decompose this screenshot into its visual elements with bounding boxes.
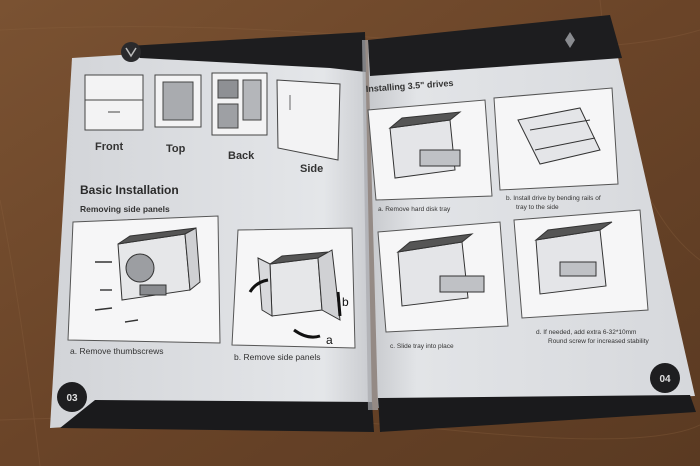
view-label-front: Front	[95, 141, 123, 153]
section-heading: Basic Installation	[80, 183, 179, 197]
side-view-drawing	[276, 79, 341, 161]
drive-illustration-a	[388, 111, 462, 179]
caption-remove-thumbscrews: a. Remove thumbscrews	[70, 346, 164, 356]
view-drawings	[84, 72, 341, 161]
left-page: 03 Front Top Back Side Basic Installatio…	[50, 32, 374, 432]
view-label-side: Side	[300, 163, 323, 175]
bitfenix-logo-icon	[125, 47, 137, 58]
right-page: 04 Installing 3.5" drives a. Remove hard…	[365, 15, 696, 432]
view-label-back: Back	[228, 150, 255, 162]
removal-arrow-icons	[248, 278, 342, 339]
drive-illustration-c	[396, 233, 485, 307]
step-d-caption-line2: Round screw for increased stability	[548, 338, 650, 345]
svg-text:03: 03	[66, 393, 78, 404]
page-badge-left	[57, 382, 87, 412]
drive-illustration-d	[534, 221, 613, 295]
svg-text:04: 04	[659, 374, 671, 385]
arrow-label-b: b	[342, 295, 349, 309]
section-subheading: Removing side panels	[80, 204, 170, 214]
thumbscrew-icons	[94, 261, 139, 323]
arrow-label-a: a	[326, 333, 333, 347]
front-view-drawing	[84, 74, 144, 131]
caption-remove-side-panels: b. Remove side panels	[234, 352, 320, 362]
step-b-caption-line2: tray to the side	[516, 204, 559, 211]
view-label-top: Top	[166, 143, 186, 155]
step-d-caption-line1: d. If needed, add extra 6-32*10mm	[536, 329, 636, 336]
bitfenix-logo-icon-right	[565, 32, 575, 48]
step-b-caption-line1: b. Install drive by bending rails of	[506, 195, 601, 202]
step-c-caption: c. Slide tray into place	[390, 343, 454, 350]
drive-tray-illustration	[517, 107, 601, 165]
case-illustration-b	[257, 249, 341, 321]
case-illustration-a	[117, 227, 201, 301]
page-badge-right	[650, 363, 680, 393]
step-a-caption: a. Remove hard disk tray	[378, 206, 451, 213]
